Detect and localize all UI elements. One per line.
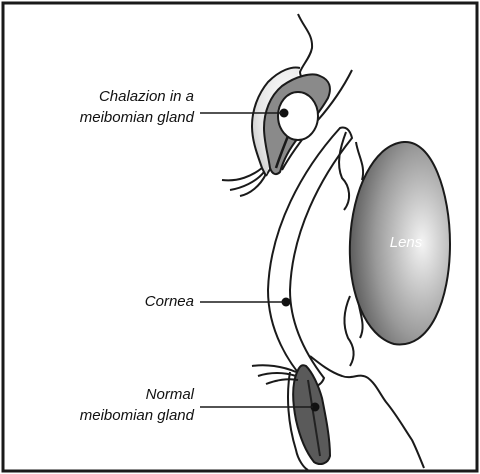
normal-gland-label: Normal meibomian gland: [40, 384, 194, 426]
normal-gland-label-line2: meibomian gland: [40, 405, 194, 426]
cornea-label: Cornea: [60, 291, 194, 312]
chalazion-label-line1: Chalazion in a: [50, 86, 194, 107]
lens-label: Lens: [376, 232, 436, 253]
chalazion-label: Chalazion in a meibomian gland: [50, 86, 194, 128]
normal-gland-label-line1: Normal: [40, 384, 194, 405]
chalazion-label-line2: meibomian gland: [50, 107, 194, 128]
